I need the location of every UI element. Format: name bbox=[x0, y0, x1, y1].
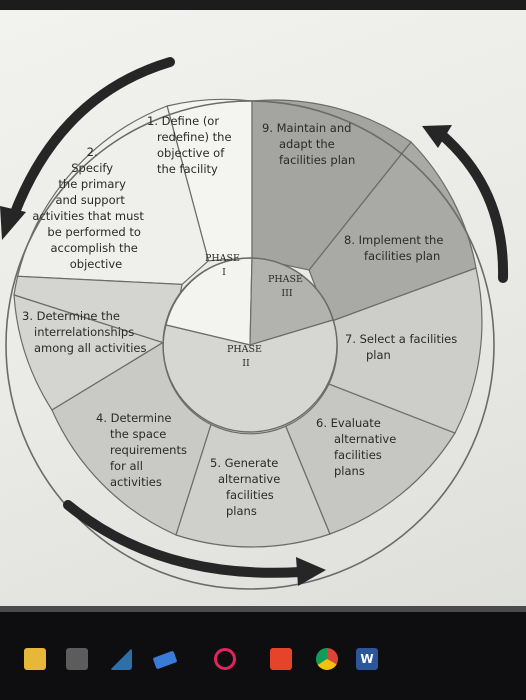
step-5-label: 5. Generate alternative facilities plans bbox=[210, 456, 284, 518]
facilities-planning-cycle: PHASE I PHASE III PHASE II 1. Define (or… bbox=[0, 57, 509, 590]
office-icon[interactable] bbox=[270, 648, 292, 670]
step-8-label: 8. Implement the facilities plan bbox=[344, 233, 447, 263]
step-3-label: 3. Determine the interrelationships amon… bbox=[22, 309, 146, 355]
step-7-label: 7. Select a facilities plan bbox=[345, 332, 461, 362]
step-4-label: 4. Determine the space requirements for … bbox=[96, 411, 191, 489]
step-2-label: 2. Specify the primary and support activ… bbox=[32, 145, 147, 271]
monitor-edge bbox=[0, 606, 526, 612]
photo-top-edge bbox=[0, 0, 526, 10]
sector-7 bbox=[315, 267, 483, 434]
taskbar: W bbox=[18, 648, 378, 672]
step-1-label: 1. Define (or redefine) the objective of… bbox=[147, 114, 235, 176]
outer-ring bbox=[5, 100, 495, 590]
mail-icon[interactable] bbox=[110, 648, 132, 670]
hub-ring bbox=[162, 257, 338, 433]
step-9-label: 9. Maintain and adapt the facilities pla… bbox=[262, 121, 355, 167]
sector-4 bbox=[51, 339, 214, 536]
phase3-label: PHASE III bbox=[268, 274, 306, 299]
arrow-icon[interactable] bbox=[152, 650, 178, 670]
calculator-icon[interactable] bbox=[66, 648, 88, 670]
word-icon[interactable]: W bbox=[356, 648, 378, 670]
arrow-right bbox=[422, 125, 509, 283]
arrow-left bbox=[0, 57, 175, 240]
arrow-bottom bbox=[63, 500, 326, 586]
file-explorer-icon[interactable] bbox=[24, 648, 46, 670]
chrome-icon[interactable] bbox=[316, 648, 338, 670]
step-6-label: 6. Evaluate alternative facilities plans bbox=[316, 416, 400, 478]
phase1-label: PHASE I bbox=[205, 253, 243, 278]
record-icon[interactable] bbox=[214, 648, 236, 670]
phase2-label: PHASE II bbox=[227, 344, 265, 369]
